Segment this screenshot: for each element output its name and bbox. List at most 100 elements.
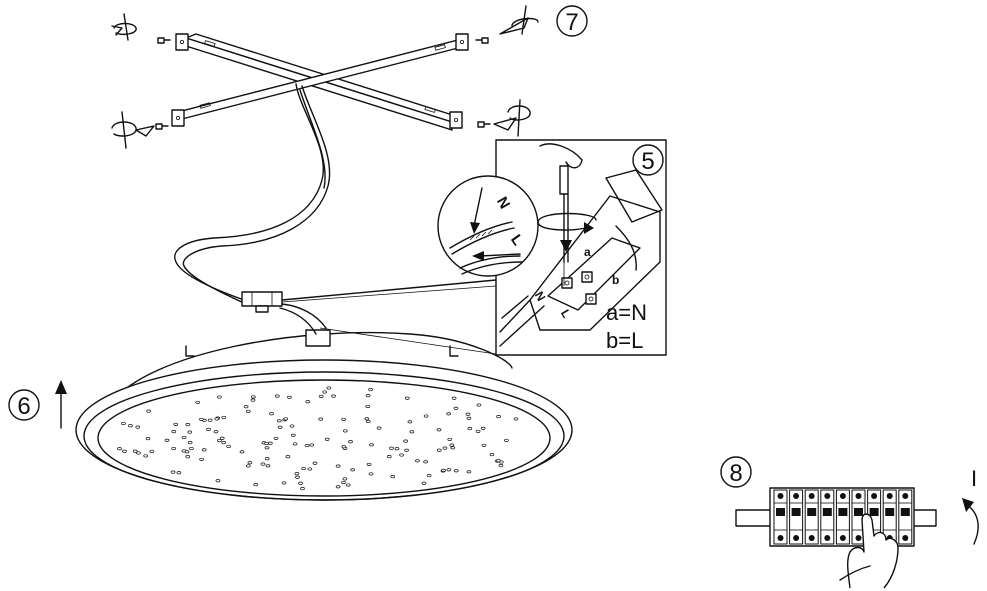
led-dot — [213, 430, 219, 434]
led-dot — [171, 446, 177, 451]
led-dot — [368, 472, 374, 476]
breaker-screw-top — [855, 493, 862, 499]
led-dot — [250, 398, 256, 402]
led-dot — [294, 472, 300, 476]
led-dot — [480, 426, 486, 430]
step-6-number: 6 — [17, 393, 30, 420]
breaker-toggle — [776, 508, 785, 516]
breaker-screw-top — [871, 493, 878, 499]
led-dots — [117, 386, 519, 491]
led-dot — [451, 396, 457, 400]
led-dot — [201, 448, 207, 452]
led-dot — [341, 445, 347, 449]
breaker-toggle — [807, 508, 817, 516]
breaker-modules — [773, 489, 913, 545]
led-dot — [342, 477, 348, 481]
led-dot — [221, 441, 227, 445]
led-dot — [403, 439, 408, 443]
breaker-screw-bottom — [793, 535, 800, 541]
breaker-screw-bottom — [808, 535, 815, 541]
rotate-arrow-icon — [111, 111, 155, 149]
breaker-module — [773, 489, 788, 545]
led-dot — [276, 419, 282, 423]
led-dot — [217, 395, 222, 399]
led-dot — [331, 394, 336, 398]
led-dot — [122, 449, 127, 453]
led-dot — [369, 443, 374, 447]
breaker-module — [820, 489, 835, 545]
breaker-screw-top — [886, 493, 893, 499]
led-dot — [386, 455, 392, 459]
up-arrow-icon — [55, 380, 67, 429]
led-dot — [466, 416, 472, 420]
mounting-bracket — [171, 33, 469, 131]
led-dot — [214, 417, 220, 421]
led-dot — [407, 420, 413, 424]
led-dot — [498, 464, 504, 468]
led-dot — [513, 417, 519, 421]
led-dot — [318, 417, 324, 421]
breaker-screw-bottom — [777, 535, 784, 541]
breaker-toggle — [885, 508, 895, 516]
led-dot — [145, 437, 151, 441]
led-dot — [181, 435, 187, 440]
led-dot — [283, 417, 289, 421]
terminal-a-label: a — [584, 245, 591, 259]
rotate-arrow-icon — [111, 13, 137, 41]
led-dot — [121, 421, 126, 426]
step-5-number: 5 — [641, 148, 654, 175]
breaker-module — [804, 489, 819, 545]
led-dot — [287, 395, 292, 399]
breaker-module — [898, 489, 913, 545]
led-dot — [253, 483, 259, 487]
led-dot — [221, 415, 227, 419]
led-dot — [117, 447, 122, 451]
breaker-module — [789, 489, 804, 545]
led-dot — [189, 446, 194, 451]
led-dot — [322, 390, 328, 394]
led-dot — [173, 422, 179, 426]
led-dot — [366, 462, 372, 466]
led-dot — [348, 440, 353, 444]
led-dot — [449, 443, 455, 447]
led-dot — [260, 462, 266, 466]
led-dot — [341, 480, 346, 485]
led-dot — [290, 433, 296, 437]
led-dot — [475, 429, 481, 433]
led-dot — [350, 468, 355, 472]
breaker-screw-top — [902, 493, 909, 499]
led-dot — [187, 441, 193, 445]
led-dot — [281, 481, 287, 485]
led-dot — [307, 467, 313, 471]
led-dot — [481, 443, 487, 447]
led-dot — [365, 394, 371, 398]
terminal-b-label: b — [612, 273, 619, 287]
rotate-arrow-icon — [493, 99, 531, 137]
led-dot — [324, 437, 330, 441]
led-driver — [241, 279, 497, 335]
led-dot — [239, 450, 245, 454]
led-dot — [149, 449, 155, 453]
led-dot — [250, 395, 256, 399]
circuit-breaker-icon — [735, 487, 937, 547]
breaker-screw-top — [793, 493, 800, 499]
led-dot — [421, 481, 427, 485]
led-dot — [164, 438, 170, 442]
led-dot — [404, 448, 409, 452]
led-dot — [476, 403, 482, 407]
breaker-toggle — [900, 508, 910, 516]
led-dot — [496, 459, 501, 463]
led-dot — [292, 442, 298, 446]
led-dot — [450, 446, 456, 450]
led-dot — [215, 479, 221, 483]
led-dot — [226, 444, 231, 448]
screwdriver-icon — [539, 143, 583, 286]
led-dot — [267, 441, 273, 445]
led-dot — [301, 466, 306, 471]
wire-detail-circle: N L — [437, 175, 539, 277]
led-dot — [426, 474, 432, 478]
led-dot — [187, 430, 193, 434]
breaker-screw-bottom — [902, 535, 909, 541]
led-dot — [207, 418, 213, 422]
